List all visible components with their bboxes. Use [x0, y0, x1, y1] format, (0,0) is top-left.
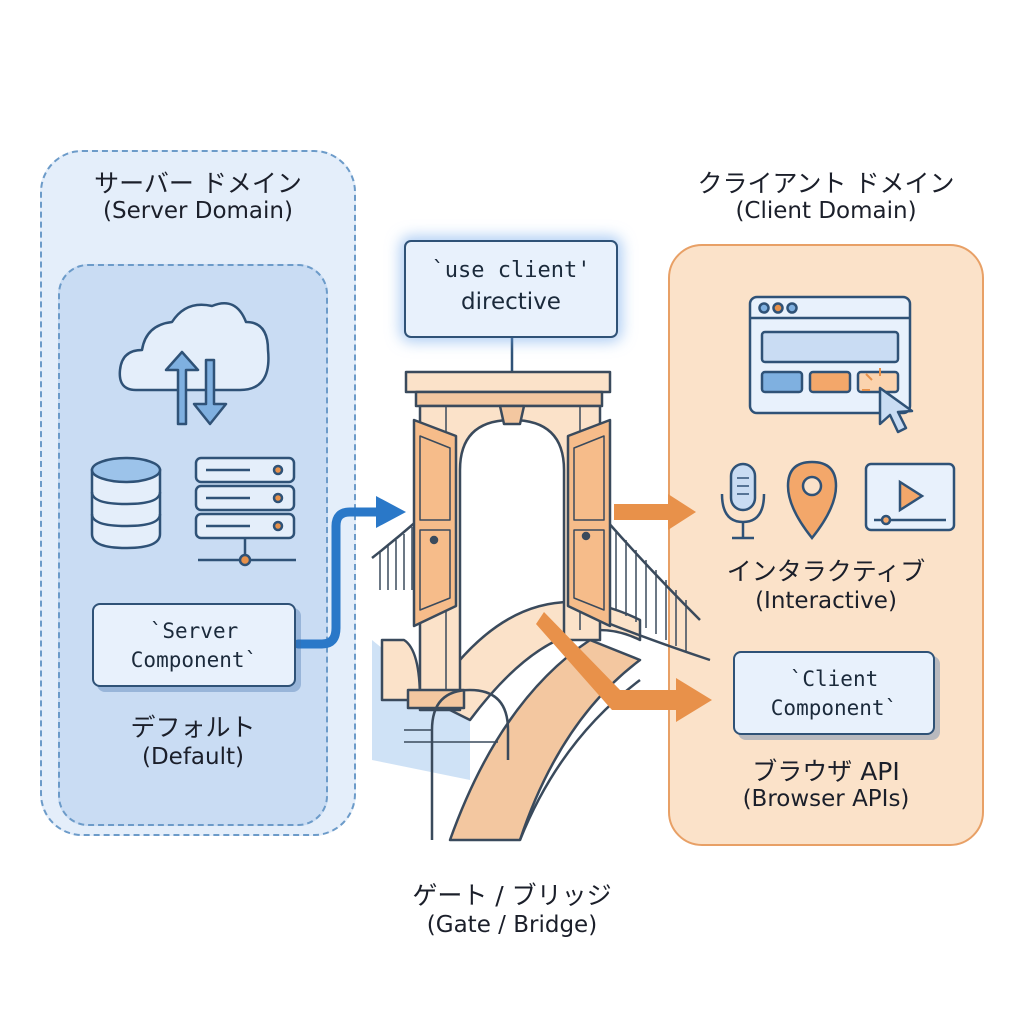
location-pin-icon: [786, 460, 838, 541]
gate-label-jp: ゲート / ブリッジ: [412, 881, 612, 910]
client-domain-title-en: (Client Domain): [735, 198, 917, 224]
client-component-line2: Component`: [770, 696, 898, 720]
server-domain-title-jp: サーバー ドメイン: [94, 169, 302, 198]
server-to-bridge-arrow: [293, 507, 387, 649]
bridge-to-interactive-arrow: [614, 494, 696, 530]
microphone-icon: [720, 462, 766, 540]
server-component-card: `Server Component`: [92, 603, 296, 687]
interactive-label-jp: インタラクティブ: [726, 557, 926, 586]
browser-api-label-en: (Browser APIs): [742, 786, 910, 812]
cloud-sync-icon: [118, 302, 270, 426]
gate-label-en: (Gate / Bridge): [426, 912, 598, 938]
client-component-card: `Client Component`: [733, 651, 935, 735]
server-rack-icon: [194, 456, 296, 567]
default-label-en: (Default): [142, 744, 244, 770]
client-component-line1: `Client: [789, 667, 879, 691]
server-component-line1: `Server: [149, 619, 239, 643]
directive-text: directive: [461, 289, 561, 315]
directive-code: `use client': [431, 258, 591, 283]
bridge-to-client-component-arrow: [536, 612, 712, 722]
browser-api-label-jp: ブラウザ API: [752, 757, 900, 786]
bridge-gate-icon: [371, 370, 711, 842]
server-component-line2: Component`: [130, 648, 258, 672]
server-domain-title-en: (Server Domain): [103, 198, 293, 224]
cursor-icon: [862, 368, 914, 434]
video-player-icon: [864, 462, 956, 532]
bridge-to-client-arrows: [536, 494, 712, 722]
client-domain-title-jp: クライアント ドメイン: [697, 169, 955, 198]
default-label-jp: デフォルト: [130, 713, 256, 742]
database-icon: [90, 456, 162, 550]
use-client-directive-box: `use client' directive: [404, 240, 618, 338]
interactive-label-en: (Interactive): [755, 588, 897, 614]
browser-window-icon: [748, 295, 912, 415]
